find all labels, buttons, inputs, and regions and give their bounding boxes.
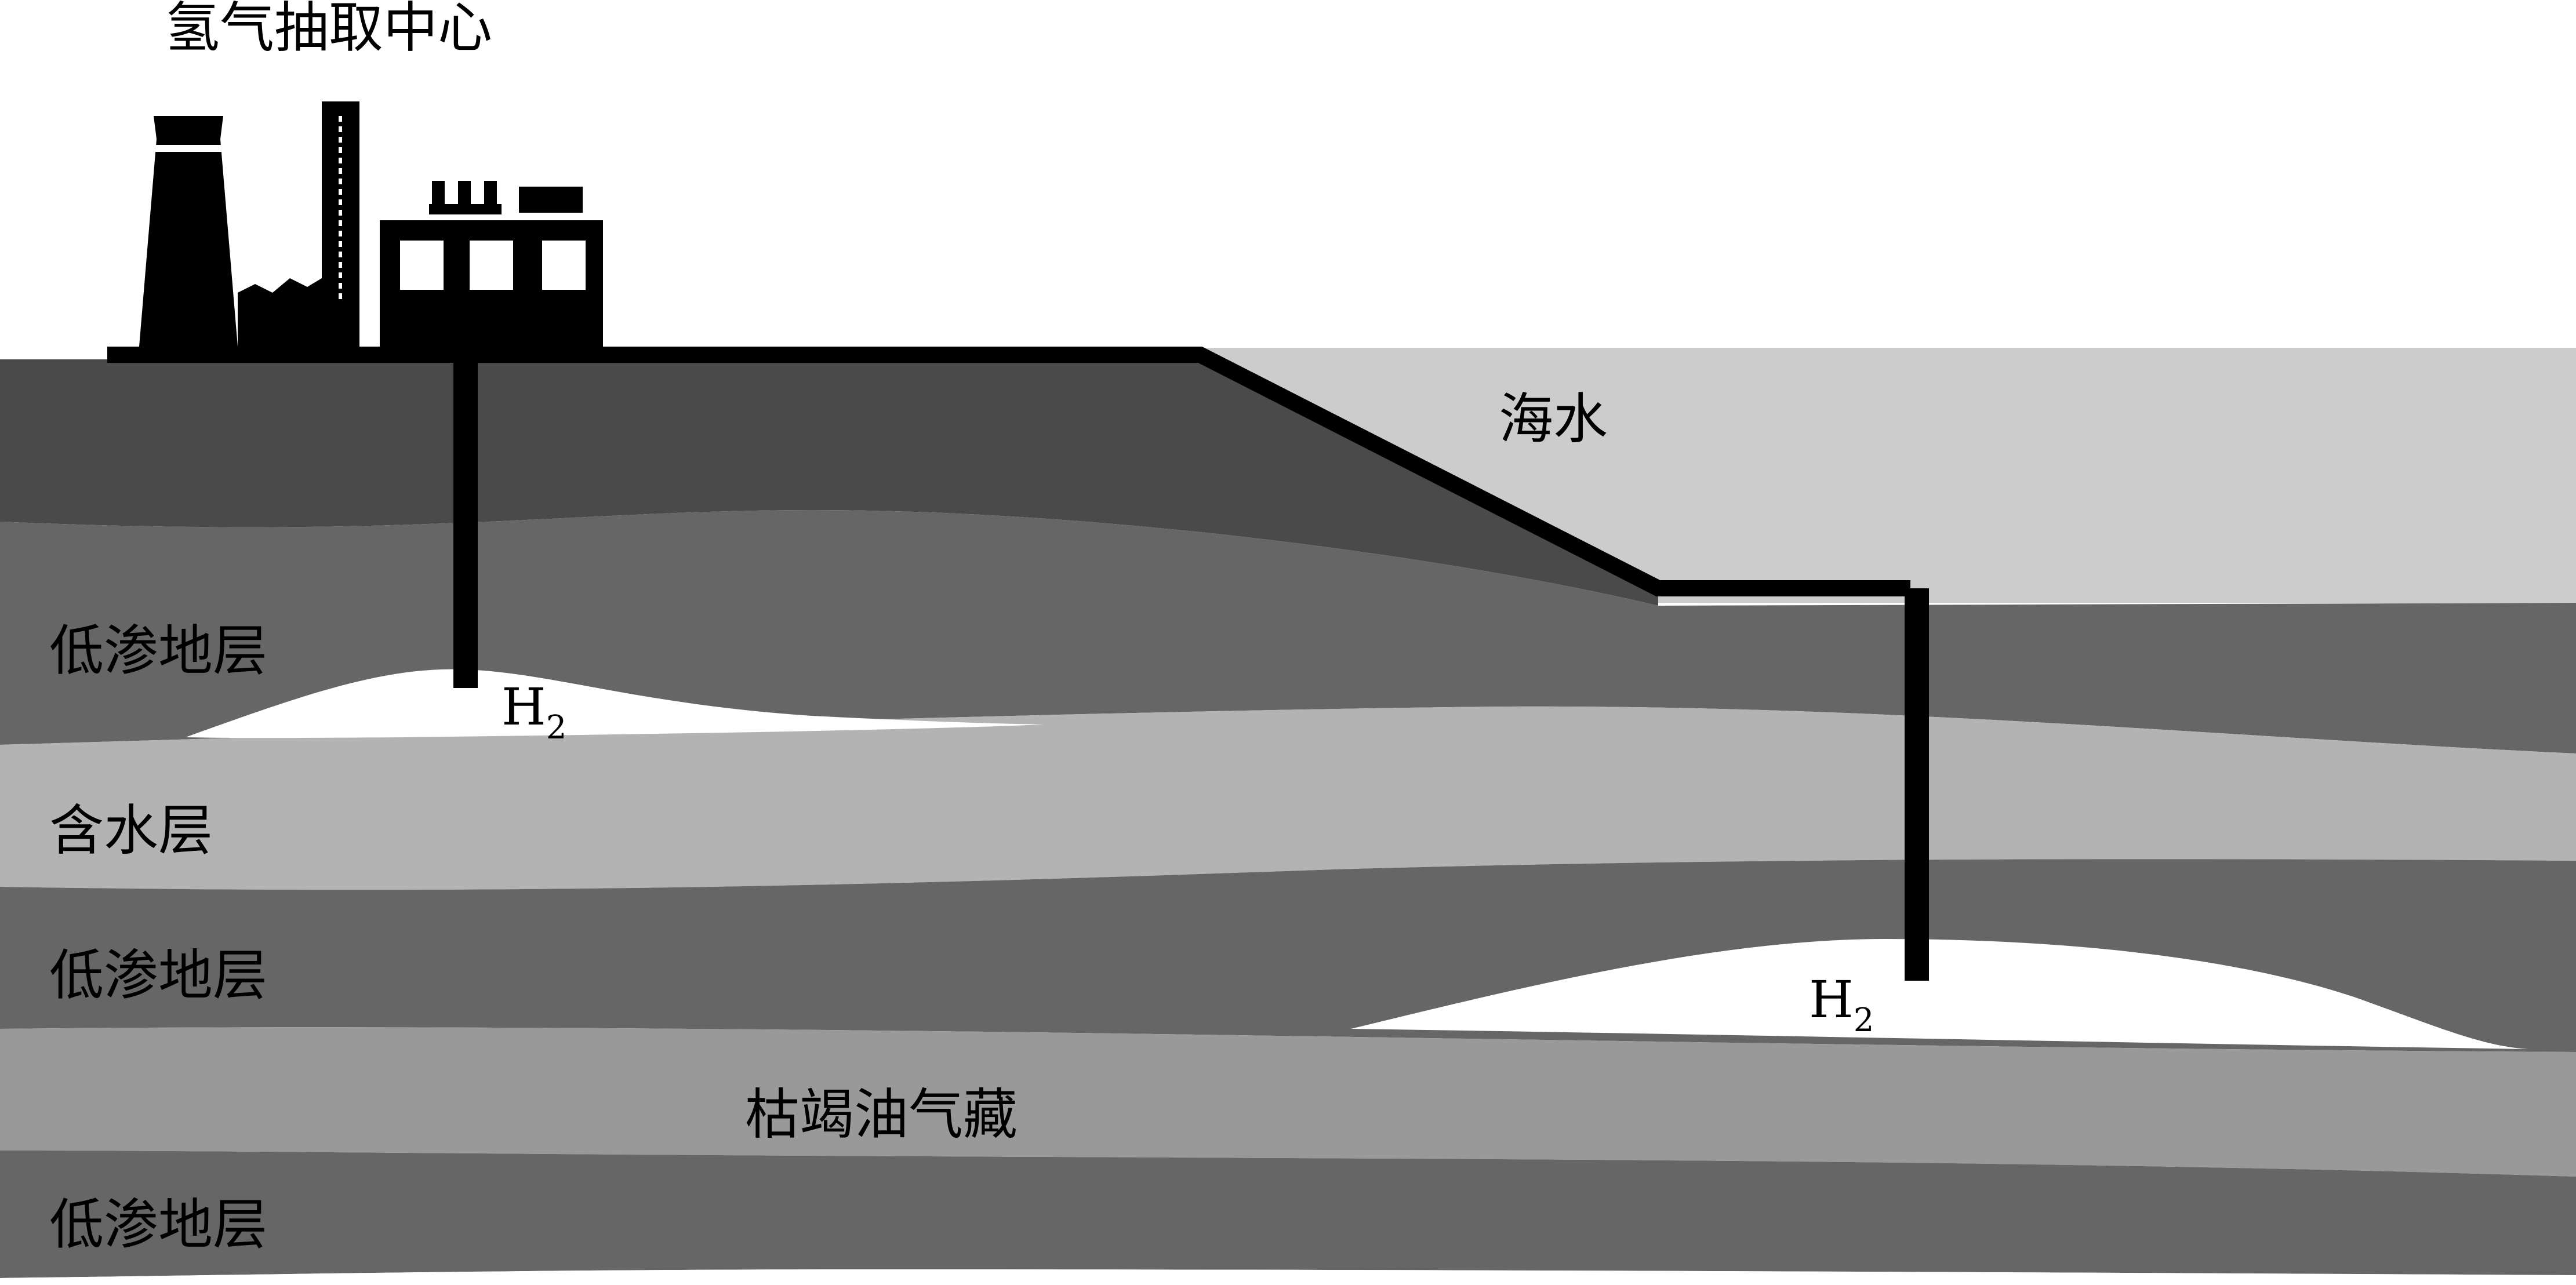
low-perm-layer-3: [0, 1151, 2576, 1278]
plant-window-3: [542, 241, 586, 290]
plant-title: 氢气抽取中心: [165, 0, 492, 60]
low-perm-layer-1: [0, 510, 2576, 753]
low-perm-label-1: 低渗地层: [49, 620, 267, 683]
h2-label-2: H2: [1809, 970, 1874, 1039]
plant-tower-band: [152, 145, 225, 152]
plant-window-1: [400, 241, 444, 290]
pipeline: [110, 347, 1910, 596]
aquifer-layer: [0, 706, 2576, 890]
depleted-reservoir-label: 枯竭油气藏: [745, 1083, 1018, 1146]
seawater-label: 海水: [1499, 388, 1608, 451]
factory-icon: [107, 101, 606, 363]
reservoir-band: [0, 1027, 2576, 1177]
plant-tower: [139, 116, 238, 347]
surface-pipe: [110, 347, 1910, 596]
plant-window-2: [470, 241, 513, 290]
top-layer: [0, 359, 1658, 606]
plant-low-building: [238, 278, 322, 347]
plant-roof-bar: [429, 204, 502, 214]
low-perm-label-3: 低渗地层: [49, 1193, 267, 1257]
hydrogen-pocket-1: [186, 669, 1044, 738]
h2-label-2-sub: 2: [1854, 1002, 1874, 1039]
h2-label-2-main: H: [1809, 970, 1854, 1029]
aquifer-label: 含水层: [49, 799, 213, 862]
plant-roof-unit-1: [432, 181, 445, 207]
plant-roof-unit-2: [458, 181, 471, 207]
seawater-region: [1200, 348, 2576, 603]
ground-bottom-edge: [0, 1269, 2576, 1285]
hydrogen-pocket-2: [1351, 939, 2528, 1049]
plant-roof-block: [519, 187, 583, 213]
plant-roof-unit-3: [484, 181, 497, 207]
h2-label-1-main: H: [502, 677, 546, 737]
h2-label-1: H2: [502, 677, 566, 747]
h2-label-1-sub: 2: [546, 709, 567, 747]
well-pipe-2: [1905, 588, 1929, 981]
low-perm-label-2: 低渗地层: [49, 944, 267, 1007]
well-pipe-1: [453, 355, 478, 688]
